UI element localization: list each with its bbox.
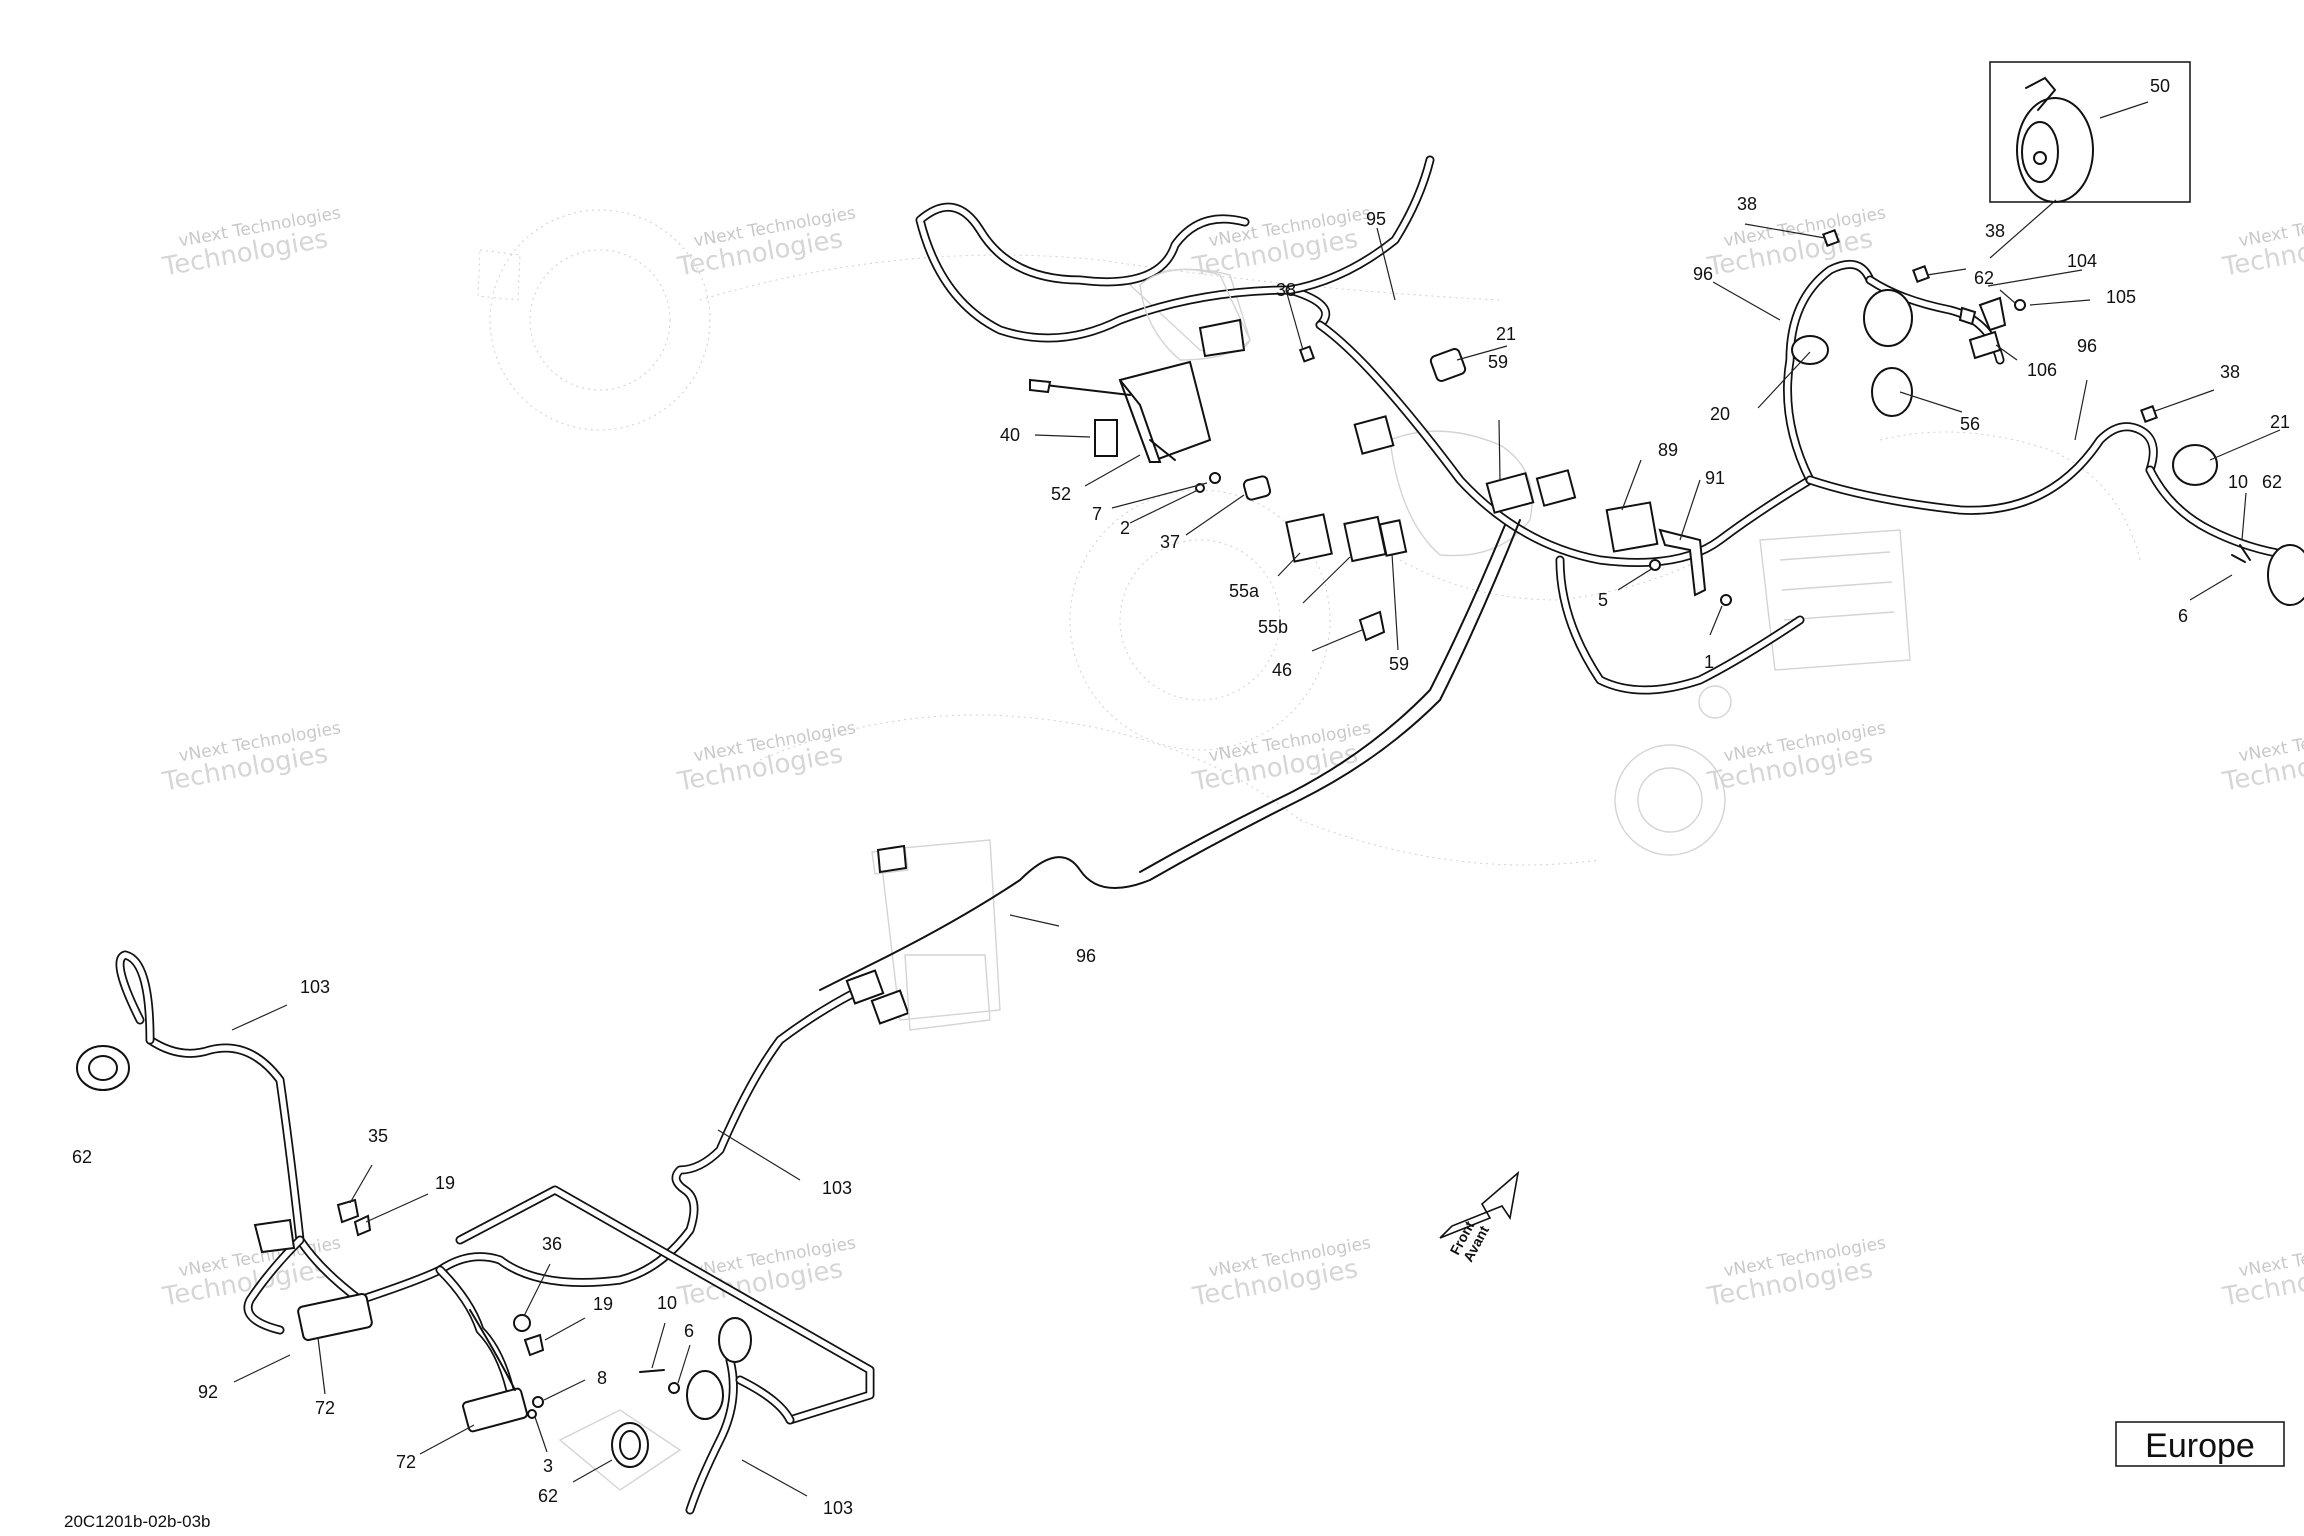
vehicle-ghost-background — [477, 209, 2141, 1021]
callout-46: 46 — [1272, 660, 1292, 680]
callout-38: 38 — [1737, 194, 1757, 214]
callout-56: 56 — [1960, 414, 1980, 434]
callout-62: 62 — [538, 1486, 558, 1506]
callout-92: 92 — [198, 1382, 218, 1402]
callout-62: 62 — [1974, 268, 1994, 288]
watermark: vNext Technologies Technologies — [2220, 1233, 2304, 1312]
callout-19: 19 — [435, 1173, 455, 1193]
callout-55a: 55a — [1229, 581, 1260, 601]
callout-59: 59 — [1488, 352, 1508, 372]
callout-72: 72 — [396, 1452, 416, 1472]
callout-7: 7 — [1092, 504, 1102, 524]
callout-1: 1 — [1704, 652, 1714, 672]
callout-2: 2 — [1120, 518, 1130, 538]
callout-55b: 55b — [1258, 617, 1288, 637]
callout-38: 38 — [2220, 362, 2240, 382]
callout-21: 21 — [2270, 412, 2290, 432]
callout-50: 50 — [2150, 76, 2170, 96]
callout-35: 35 — [368, 1126, 388, 1146]
callout-103: 103 — [300, 977, 330, 997]
callout-6: 6 — [684, 1321, 694, 1341]
region-label: Europe — [2145, 1427, 2255, 1465]
drawing-reference: 20C1201b-02b-03b — [64, 1512, 211, 1531]
callout-62: 62 — [72, 1147, 92, 1167]
callout-96: 96 — [1076, 946, 1096, 966]
callout-6: 6 — [2178, 606, 2188, 626]
watermark: vNext Technologies Technologies — [160, 718, 343, 797]
callout-8: 8 — [597, 1368, 607, 1388]
callout-72: 72 — [315, 1398, 335, 1418]
region-box: Europe — [2115, 1421, 2285, 1467]
callout-96: 96 — [2077, 336, 2097, 356]
leader-lines — [231, 101, 2281, 1497]
watermark: vNext Technologies Technologies — [675, 203, 858, 282]
callout-10: 10 — [657, 1293, 677, 1313]
callout-89: 89 — [1658, 440, 1678, 460]
callout-96: 96 — [1693, 264, 1713, 284]
main-harness-96 — [819, 155, 2295, 991]
callout-40: 40 — [1000, 425, 1020, 445]
watermark: vNext Technologies Technologies — [675, 718, 858, 797]
callout-21: 21 — [1496, 324, 1516, 344]
callout-36: 36 — [542, 1234, 562, 1254]
callout-52: 52 — [1051, 484, 1071, 504]
relay-55a — [1285, 513, 1333, 563]
callout-19: 19 — [593, 1294, 613, 1314]
front-direction-arrow: Front Avant — [1439, 1170, 1520, 1264]
watermark: vNext Technologies Technologies — [160, 203, 343, 282]
lower-harness-103 — [145, 985, 875, 1515]
components — [76, 61, 2304, 1491]
license-light-72 — [462, 1387, 528, 1433]
callout-59: 59 — [1389, 654, 1409, 674]
callout-3: 3 — [543, 1456, 553, 1476]
watermark: vNext Technologies Technologies — [1190, 1233, 1373, 1312]
callout-38: 38 — [1276, 280, 1296, 300]
watermark: vNext Technologies Technologies — [2220, 718, 2304, 797]
callout-38: 38 — [1985, 221, 2005, 241]
rear-left-lamp — [76, 950, 155, 1091]
watermark: vNext Technologies Technologies — [1705, 1233, 1888, 1312]
callouts: 50 38 96 38 62 104 105 106 20 56 96 38 2… — [72, 76, 2290, 1518]
callout-106: 106 — [2027, 360, 2057, 380]
callout-62: 62 — [2262, 472, 2282, 492]
callout-105: 105 — [2106, 287, 2136, 307]
callout-91: 91 — [1705, 468, 1725, 488]
callout-103: 103 — [823, 1498, 853, 1518]
tail-light-72 — [297, 1293, 373, 1341]
watermark: vNext Technologies Technologies — [2220, 203, 2304, 282]
watermark-layer: vNext Technologies Technologies vNext Te… — [160, 203, 2304, 1312]
handlebar-switch-assembly — [1029, 360, 1212, 464]
callout-10: 10 — [2228, 472, 2248, 492]
callout-20: 20 — [1710, 404, 1730, 424]
callout-103: 103 — [822, 1178, 852, 1198]
watermark: vNext Technologies Technologies — [1705, 718, 1888, 797]
callout-5: 5 — [1598, 590, 1608, 610]
callout-95: 95 — [1366, 209, 1386, 229]
callout-37: 37 — [1160, 532, 1180, 552]
callout-104: 104 — [2067, 251, 2097, 271]
